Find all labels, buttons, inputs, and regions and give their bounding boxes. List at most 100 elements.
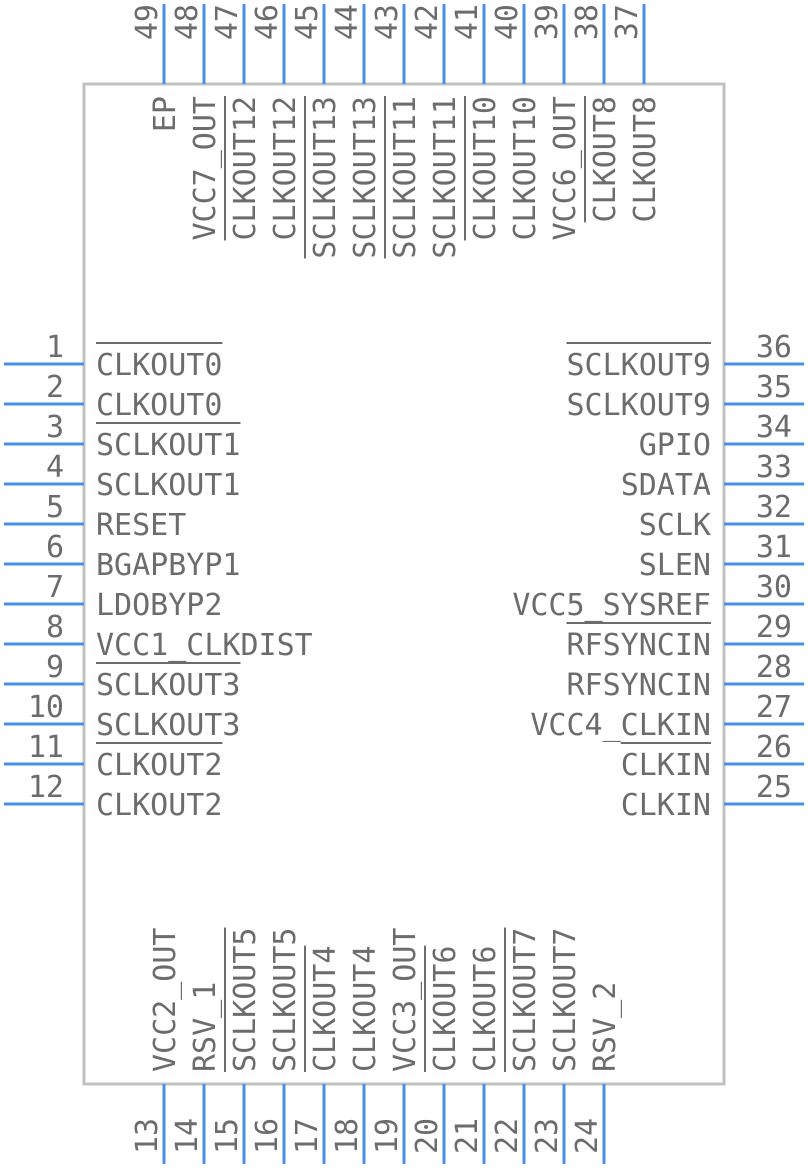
pin-label: CLKOUT10 [468,96,503,241]
pin-number: 2 [46,370,64,405]
pin-number: 10 [28,690,64,725]
pin-label: CLKOUT6 [468,946,503,1072]
pin-number: 26 [756,730,792,765]
pin-number: 31 [756,530,792,565]
pin-label: SCLKOUT13 [348,96,383,259]
pin-number: 4 [46,450,64,485]
pin-number: 6 [46,530,64,565]
pin-label: LDOBYP2 [96,588,222,623]
pin-number: 7 [46,570,64,605]
pin-number: 30 [756,570,792,605]
pin-label: VCC7_OUT [188,96,223,241]
pin-label: BGAPBYP1 [96,548,241,583]
pin-label: CLKOUT0 [96,348,222,383]
pin-label: SCLKOUT11 [388,96,423,259]
pin-label: VCC2_OUT [148,928,183,1073]
pin-number: 40 [490,4,525,40]
pin-number: 1 [46,330,64,365]
pin-number: 47 [210,4,245,40]
pin-label: SCLKOUT1 [96,468,241,503]
pin-number: 27 [756,690,792,725]
pin-label: RSV_1 [188,982,223,1072]
pin-label: CLKOUT12 [268,96,303,241]
pin-number: 49 [130,4,165,40]
pin-number: 12 [28,770,64,805]
pin-number: 8 [46,610,64,645]
pin-label: SCLKOUT11 [428,96,463,259]
pin-number: 3 [46,410,64,445]
pin-number: 45 [290,4,325,40]
pin-number: 15 [210,1118,245,1154]
pin-label: RSV_2 [588,982,623,1072]
pin-label: RFSYNCIN [567,628,712,663]
pin-number: 23 [530,1118,565,1154]
pin-number: 33 [756,450,792,485]
pin-number: 20 [410,1118,445,1154]
pin-number: 14 [170,1118,205,1154]
pin-number: 35 [756,370,792,405]
pin-number: 28 [756,650,792,685]
pin-number: 29 [756,610,792,645]
pin-number: 17 [290,1118,325,1154]
pin-label: SCLKOUT3 [96,668,241,703]
pin-number: 25 [756,770,792,805]
pin-label: CLKOUT12 [228,96,263,241]
pin-label: SCLKOUT3 [96,708,241,743]
pin-number: 37 [610,4,645,40]
pin-number: 19 [370,1118,405,1154]
pin-label: CLKOUT6 [428,946,463,1072]
pin-label: EP [148,96,183,132]
pin-number: 5 [46,490,64,525]
pin-number: 44 [330,4,365,40]
pin-label: SCLKOUT13 [308,96,343,259]
pin-label: CLKOUT8 [588,96,623,222]
pin-number: 9 [46,650,64,685]
pin-label: SCLKOUT7 [508,928,543,1073]
pin-number: 32 [756,490,792,525]
pin-number: 41 [450,4,485,40]
pin-label: SCLKOUT5 [268,928,303,1073]
pin-label: SCLKOUT9 [567,348,712,383]
pin-label: CLKOUT8 [628,96,663,222]
pin-number: 46 [250,4,285,40]
pin-label: SDATA [621,468,711,503]
pin-number: 34 [756,410,792,445]
pin-number: 11 [28,730,64,765]
pin-label: CLKIN [621,788,711,823]
pin-label: CLKOUT2 [96,788,222,823]
pin-label: VCC3_OUT [388,928,423,1073]
pin-number: 48 [170,4,205,40]
pin-label: SLEN [639,548,711,583]
pin-number: 42 [410,4,445,40]
pin-label: SCLKOUT9 [567,388,712,423]
pin-number: 43 [370,4,405,40]
pin-label: CLKOUT4 [348,946,383,1072]
pin-label: VCC1_CLKDIST [96,628,313,663]
pin-group: 1CLKOUT02CLKOUT03SCLKOUT14SCLKOUT15RESET… [4,4,804,1164]
pin-label: CLKOUT2 [96,748,222,783]
pin-number: 24 [570,1118,605,1154]
pin-number: 39 [530,4,565,40]
pin-number: 13 [130,1118,165,1154]
pin-label: SCLK [639,508,711,543]
pin-label: RFSYNCIN [567,668,712,703]
pin-label: SCLKOUT5 [228,928,263,1073]
pin-number: 22 [490,1118,525,1154]
pin-label: VCC6_OUT [548,96,583,241]
pin-label: SCLKOUT7 [548,928,583,1073]
pin-label: VCC5_SYSREF [512,588,711,623]
pin-label: RESET [96,508,186,543]
pin-label: CLKOUT10 [508,96,543,241]
pin-label: GPIO [639,428,711,463]
pin-label: CLKOUT4 [308,946,343,1072]
ic-body-outline [82,82,726,1086]
pin-number: 36 [756,330,792,365]
pin-label: VCC4_CLKIN [530,708,711,743]
pin-number: 18 [330,1118,365,1154]
pin-label: CLKIN [621,748,711,783]
pin-number: 38 [570,4,605,40]
pin-number: 21 [450,1118,485,1154]
pin-label: SCLKOUT1 [96,428,241,463]
pin-label: CLKOUT0 [96,388,222,423]
